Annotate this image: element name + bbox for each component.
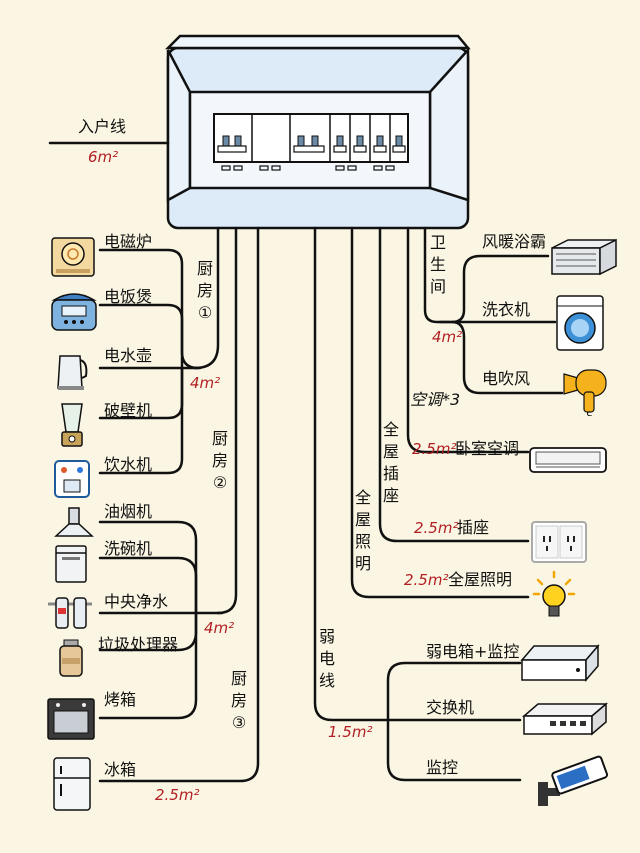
bath-heater-icon — [551, 238, 617, 276]
group-spec-kitchen3: 2.5m² — [155, 786, 200, 804]
group-spec-sockets: 2.5m² — [414, 519, 459, 537]
appliance-label: 饮水机 — [104, 455, 153, 474]
appliance-label: 电吹风 — [482, 369, 531, 388]
group-label-kitchen1: 厨房① — [196, 259, 213, 322]
appliance-label: 全屋照明 — [448, 570, 513, 589]
dishwasher-icon — [55, 545, 87, 583]
appliance-label: 油烟机 — [104, 502, 153, 521]
induction-cooker-icon — [51, 237, 95, 277]
air-conditioner-icon — [529, 447, 607, 473]
distribution-panel — [164, 34, 471, 230]
appliance-label: 电磁炉 — [104, 232, 153, 251]
garbage-disposer-icon — [59, 639, 83, 677]
group-label-bathroom: 卫生间 — [429, 233, 446, 296]
appliance-label: 风暖浴霸 — [482, 232, 547, 251]
group-spec-kitchen1: 4m² — [190, 374, 221, 392]
group-label-kitchen3: 厨房③ — [230, 669, 247, 732]
appliance-label: 洗碗机 — [104, 539, 153, 558]
group-label-weak: 弱电线 — [318, 627, 335, 690]
camera-icon — [538, 755, 609, 806]
appliance-label: 垃圾处理器 — [98, 635, 179, 654]
group-label-kitchen2: 厨房② — [211, 429, 228, 492]
network-switch-icon — [522, 702, 608, 736]
appliance-label: 卧室空调 — [455, 439, 520, 458]
group-spec-lighting: 2.5m² — [404, 571, 449, 589]
appliance-label: 监控 — [426, 758, 459, 777]
appliance-label: 交换机 — [426, 698, 475, 717]
group-spec-ac: 2.5m² — [412, 440, 457, 458]
appliance-label: 烤箱 — [104, 690, 137, 709]
appliance-label: 中央净水 — [104, 592, 169, 611]
rice-cooker-icon — [51, 293, 97, 331]
appliance-label: 洗衣机 — [482, 300, 531, 319]
group-spec-weak: 1.5m² — [328, 723, 373, 741]
incoming-line-spec: 6m² — [88, 148, 119, 166]
appliance-label: 电饭煲 — [104, 287, 153, 306]
water-dispenser-icon — [54, 460, 90, 498]
fridge-icon — [53, 757, 91, 811]
weak-box-icon — [520, 643, 600, 683]
group-label-ac: 空调*3 — [410, 390, 461, 409]
group-spec-bathroom: 4m² — [432, 328, 463, 346]
appliance-label: 插座 — [457, 518, 490, 537]
socket-icon — [531, 521, 587, 563]
hair-dryer-icon — [563, 369, 607, 416]
blender-icon — [61, 403, 83, 447]
kettle-icon — [57, 355, 88, 390]
light-bulb-icon — [532, 570, 576, 617]
appliance-label: 弱电箱+监控 — [426, 642, 520, 661]
appliance-label: 电水壶 — [104, 346, 153, 365]
appliance-label: 破壁机 — [104, 401, 153, 420]
incoming-line-label: 入户线 — [78, 117, 127, 136]
range-hood-icon — [54, 507, 94, 537]
washing-machine-icon — [556, 295, 604, 351]
appliance-label: 冰箱 — [104, 760, 137, 779]
group-label-lighting: 全屋照明 — [354, 488, 371, 573]
water-purifier-icon — [48, 597, 92, 629]
group-spec-kitchen2: 4m² — [204, 619, 235, 637]
group-label-sockets: 全屋插座 — [382, 420, 399, 505]
oven-icon — [47, 698, 95, 740]
